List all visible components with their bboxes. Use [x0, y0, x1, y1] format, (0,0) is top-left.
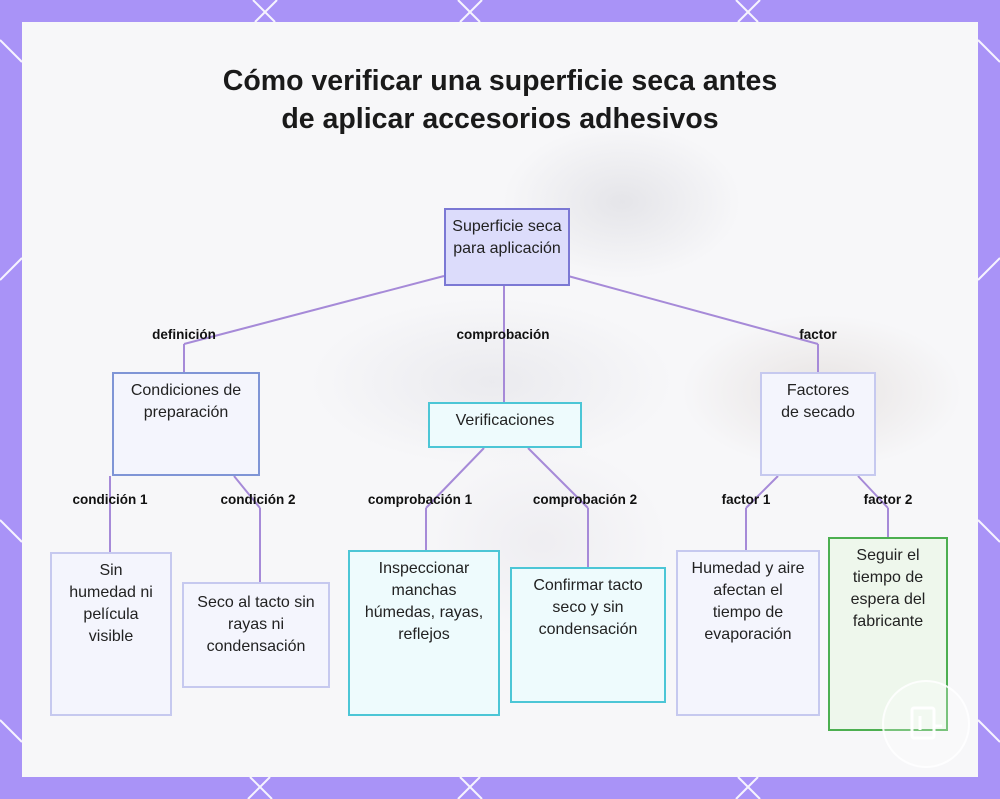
edge-label-check: comprobación: [456, 327, 549, 342]
edge-label-check-1: comprobación 1: [368, 492, 472, 507]
node-root-text: Superficie seca para aplicación: [446, 216, 568, 260]
edge-label-factor-2: factor 2: [864, 492, 913, 507]
node-inspect: Inspeccionar manchas húmedas, rayas, ref…: [348, 550, 500, 716]
node-conditions-text: Condiciones de preparación: [114, 380, 258, 424]
diagram-card: Cómo verificar una superficie seca antes…: [22, 22, 978, 777]
node-no-moisture-text: Sin humedad ni película visible: [52, 560, 170, 648]
node-conditions: Condiciones de preparación: [112, 372, 260, 476]
node-wait-time-text: Seguir el tiempo de espera del fabricant…: [830, 545, 946, 633]
node-factors: Factores de secado: [760, 372, 876, 476]
node-no-moisture: Sin humedad ni película visible: [50, 552, 172, 716]
logo-watermark: [882, 680, 970, 768]
node-root: Superficie seca para aplicación: [444, 208, 570, 286]
edge-label-condition-2: condición 2: [220, 492, 295, 507]
node-verifications: Verificaciones: [428, 402, 582, 448]
edge-label-condition-1: condición 1: [72, 492, 147, 507]
edge-label-check-2: comprobación 2: [533, 492, 637, 507]
edge-root-conditions: [184, 276, 444, 344]
edge-root-factors: [568, 276, 818, 344]
edge-label-factor-1: factor 1: [722, 492, 771, 507]
node-confirm-text: Confirmar tacto seco y sin condensación: [512, 575, 664, 641]
node-factors-text: Factores de secado: [762, 380, 874, 424]
edge-label-factor: factor: [799, 327, 837, 342]
edge-label-definition: definición: [152, 327, 216, 342]
node-inspect-text: Inspeccionar manchas húmedas, rayas, ref…: [350, 558, 498, 646]
node-humidity: Humedad y aire afectan el tiempo de evap…: [676, 550, 820, 716]
logo-watermark-icon: [884, 682, 968, 766]
node-dry-touch-text: Seco al tacto sin rayas ni condensación: [184, 592, 328, 658]
node-verifications-text: Verificaciones: [456, 410, 555, 432]
node-humidity-text: Humedad y aire afectan el tiempo de evap…: [678, 558, 818, 646]
node-dry-touch: Seco al tacto sin rayas ni condensación: [182, 582, 330, 688]
node-confirm: Confirmar tacto seco y sin condensación: [510, 567, 666, 703]
